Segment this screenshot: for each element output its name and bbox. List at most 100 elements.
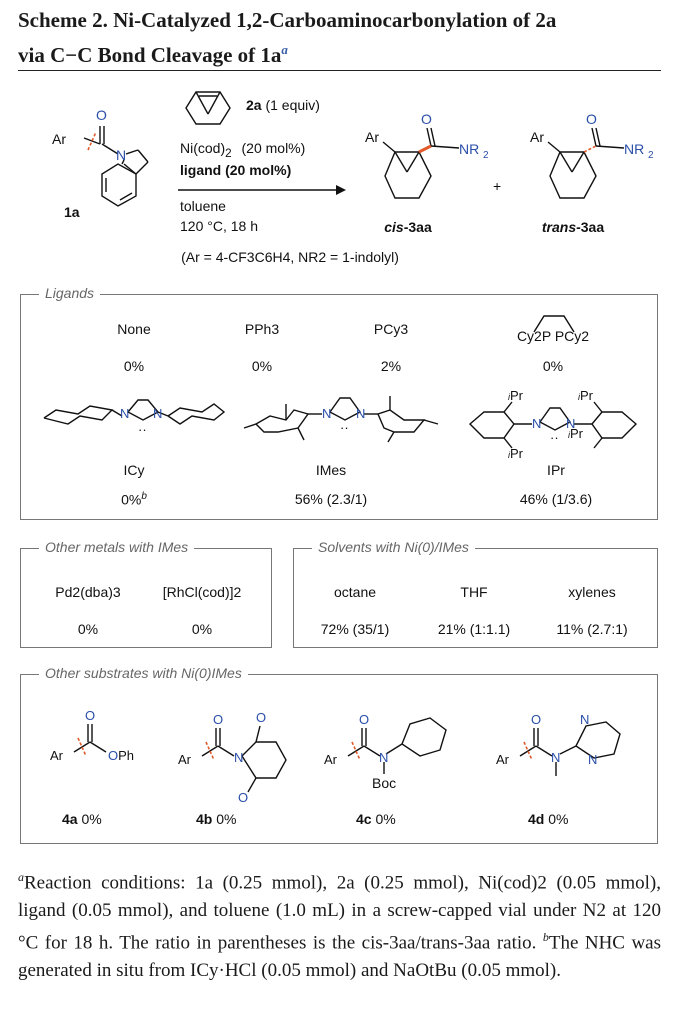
svg-text:O: O: [586, 111, 597, 127]
metals-label: Other metals with IMes: [39, 539, 195, 555]
ligand-icy-name: ICy: [123, 462, 145, 478]
product-trans-prefix: trans: [541, 219, 577, 235]
reagent-2a-equiv: (1 equiv): [265, 97, 320, 113]
svg-text:N: N: [234, 750, 243, 765]
ligand-icy-yield: 0%: [121, 491, 142, 508]
product-trans-suffix: -3aa: [576, 219, 605, 235]
svg-text:iPr: iPr: [508, 388, 524, 403]
imes-structure-icon: N N ··: [243, 396, 439, 443]
reaction-arrow-icon: [178, 185, 346, 195]
structure-4a-icon: O Ar OPh: [50, 708, 134, 763]
ligand-icy-mark: b: [141, 491, 147, 502]
ligand-icy-yield-wrap: 0%b: [121, 491, 147, 508]
svg-text:NR: NR: [459, 141, 479, 157]
substrate-4a-row: 4a 0%: [62, 811, 102, 827]
ligand-imes-name: IMes: [315, 462, 347, 478]
ligand-imes-yield: 56% (2.3/1): [294, 491, 368, 507]
structure-trans-3aa: Ar O NR 2: [530, 111, 654, 199]
product-cis-suffix: -3aa: [403, 219, 432, 235]
plus-sign: +: [493, 178, 502, 194]
substrate-4d-row: 4d 0%: [528, 811, 568, 827]
substrate-4d-id: 4d: [528, 811, 545, 827]
product-cis-prefix: cis: [384, 219, 404, 235]
title-footnote-mark: a: [281, 42, 288, 57]
structure-4c-icon: O Ar N: [324, 712, 447, 774]
catalyst-name: Ni(cod): [180, 140, 226, 156]
svg-text:2: 2: [483, 150, 489, 161]
ligand-dcpe-yield: 0%: [542, 358, 564, 374]
svg-text:Ar: Ar: [365, 129, 379, 145]
solvent-xylenes-yield: 11% (2.7:1): [556, 621, 628, 637]
svg-text:Ar: Ar: [178, 752, 192, 767]
ligand-pph3-name: PPh3: [244, 321, 280, 337]
svg-text:iPr: iPr: [568, 426, 584, 441]
svg-text:N: N: [551, 750, 560, 765]
solvents-box: Solvents with Ni(0)/IMes: [293, 539, 658, 648]
scheme-title: Scheme 2. Ni-Catalyzed 1,2-Carboaminocar…: [18, 6, 668, 70]
svg-text:iPr: iPr: [578, 388, 594, 403]
ligand-pph3-yield: 0%: [251, 358, 273, 374]
svg-text:Ar: Ar: [50, 748, 64, 763]
ligand-pcy3-name: PCy3: [373, 321, 409, 337]
title-rule: [18, 70, 661, 71]
ligand-none-yield: 0%: [123, 358, 145, 374]
metal-rh-name: [RhCl(cod)]2: [162, 584, 242, 600]
substrate-4c-yield: 0%: [375, 811, 396, 827]
svg-text:N: N: [580, 712, 589, 727]
svg-text:Ar: Ar: [324, 752, 338, 767]
ligands-label: Ligands: [39, 285, 101, 301]
svg-text:··: ··: [340, 420, 349, 435]
svg-text:Ar: Ar: [530, 129, 544, 145]
svg-text:2: 2: [648, 150, 654, 161]
substrate-4c-row: 4c 0%: [356, 811, 396, 827]
ligands-box: Ligands: [20, 285, 658, 520]
substrate-4a-id: 4a: [62, 811, 78, 827]
substrate-4c-group: Boc: [372, 775, 397, 791]
svg-text:O: O: [359, 712, 369, 727]
svg-text:O: O: [85, 708, 95, 723]
svg-text:Ar: Ar: [52, 131, 66, 147]
catalyst-amount: (20 mol%): [241, 140, 306, 156]
conditions-line: 120 °C, 18 h: [180, 218, 258, 234]
solvent-xylenes-name: xylenes: [568, 584, 616, 600]
solvent-octane-yield: 72% (35/1): [320, 621, 390, 637]
svg-text:N: N: [532, 416, 541, 431]
reagent-2a: 2a (1 equiv): [246, 97, 320, 113]
svg-text:O: O: [213, 712, 223, 727]
reagent-2a-label: 2a: [246, 97, 262, 113]
svg-text:Ar: Ar: [496, 752, 510, 767]
svg-text:N: N: [356, 406, 365, 421]
title-line-2: via C−C Bond Cleavage of 1a: [18, 43, 282, 67]
product-trans-label: trans-3aa: [542, 219, 604, 235]
structure-4d-icon: O Ar N N N: [496, 712, 621, 776]
substrates-label: Other substrates with Ni(0)IMes: [39, 665, 248, 681]
product-cis-label: cis-3aa: [384, 219, 432, 235]
substrate-4b-row: 4b 0%: [196, 811, 236, 827]
svg-text:OPh: OPh: [108, 748, 134, 763]
solvent-thf-name: THF: [460, 584, 488, 600]
svg-text:N: N: [120, 406, 129, 421]
footnote-block: aReaction conditions: 1a (0.25 mmol), 2a…: [18, 864, 661, 985]
ligand-ipr-yield: 46% (1/3.6): [519, 491, 593, 507]
metal-pd-name: Pd2(dba)3: [55, 584, 121, 600]
ligand-none-name: None: [117, 321, 151, 337]
svg-text:O: O: [421, 111, 432, 127]
footnote-b-mark: b: [542, 930, 549, 945]
svg-text:N: N: [588, 752, 597, 767]
icy-structure-icon: N N ··: [43, 399, 226, 437]
title-line-1: Scheme 2. Ni-Catalyzed 1,2-Carboaminocar…: [18, 8, 557, 32]
norbornene-icon: [185, 91, 231, 125]
substrate-4a-yield: 0%: [81, 811, 102, 827]
metal-pd-yield: 0%: [77, 621, 99, 637]
solvent-line: toluene: [180, 198, 226, 214]
structure-4b-icon: O Ar N O O: [178, 710, 287, 805]
svg-text:N: N: [566, 416, 575, 431]
footnote-a-mark: a: [18, 870, 24, 884]
footnote-b-text: The NHC was generated in situ from ICy·H…: [18, 932, 661, 982]
svg-text:N: N: [379, 750, 388, 765]
substrate-4b-yield: 0%: [216, 811, 237, 827]
ligand-pcy3-yield: 2%: [380, 358, 402, 374]
svg-text:··: ··: [138, 422, 147, 437]
solvents-label: Solvents with Ni(0)/IMes: [312, 539, 475, 555]
substrate-4c-id: 4c: [356, 811, 372, 827]
